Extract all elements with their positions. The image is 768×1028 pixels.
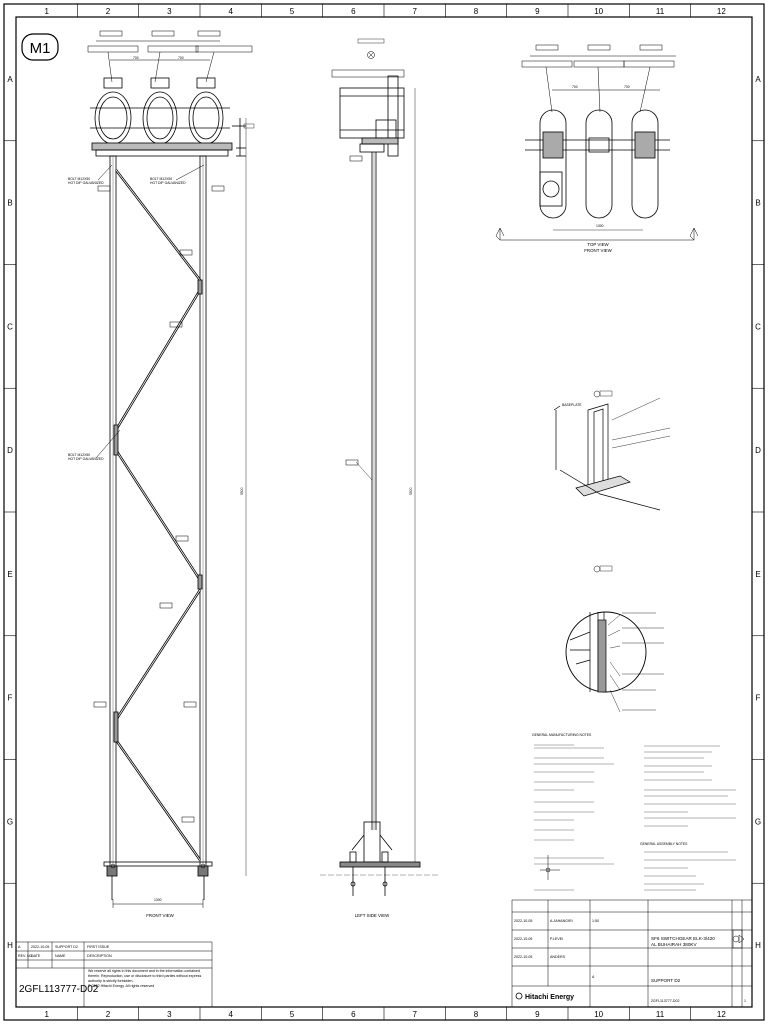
column-label-top: 10 [594, 7, 603, 16]
row-label-right: E [755, 570, 760, 579]
column-label-bottom: 11 [656, 1010, 665, 1019]
top-view-reference-label: FRONT VIEW [584, 248, 612, 253]
title-line-1: SF6 SWITCHGEAR ELK-3/420 [651, 936, 715, 941]
row-label-left: C [7, 322, 13, 331]
detail-circle-view [565, 565, 664, 713]
column-label-top: 11 [656, 7, 665, 16]
top-view-label: TOP VIEW [587, 242, 609, 247]
scale-value: 1:50 [592, 919, 599, 923]
rev-header-no: REV. NO. [18, 954, 33, 958]
rev-header-name: NAME [55, 954, 66, 958]
copyright-line: © 2022 Hitachi Energy. All rights reserv… [88, 984, 155, 988]
row-label-right: A [755, 75, 761, 84]
rev-label: A [592, 975, 595, 979]
rev-cell-date: 2022-10-05 [31, 945, 49, 949]
bolt-note-2: BOLT M12X50 [150, 177, 172, 181]
sheet-number: 1 [744, 999, 746, 1003]
row-label-left: E [7, 570, 12, 579]
company-name: Hitachi Energy [525, 994, 574, 1001]
row-label-left: G [7, 817, 13, 826]
manufacturing-notes-title: GENERAL MANUFACTURING NOTES [532, 733, 592, 737]
title-block [15, 899, 753, 1008]
row-label-right: C [755, 322, 761, 331]
rev-cell-rev: A [18, 945, 21, 949]
row-label-left: H [7, 941, 13, 950]
copyright-notice: We reserve all rights in this document a… [88, 969, 202, 983]
front-view: 700 700 [68, 30, 255, 918]
column-label-top: 6 [351, 7, 356, 16]
front-view-label: FRONT VIEW [146, 913, 174, 918]
row-label-left: B [7, 199, 12, 208]
name-1: A.JAHANGIRI [550, 919, 573, 923]
bolt-note-mid: BOLT M12X50 [68, 453, 90, 457]
svg-text:BASEPLATE: BASEPLATE [562, 403, 582, 407]
column-label-top: 3 [167, 7, 172, 16]
column-label-bottom: 4 [228, 1010, 233, 1019]
row-label-right: G [755, 817, 761, 826]
date-1: 2022-10-05 [514, 919, 532, 923]
document-number: 2GFL113777-D02 [651, 999, 680, 1003]
svg-text:5500: 5500 [240, 487, 244, 495]
company-logo: Hitachi Energy [515, 992, 574, 1001]
column-label-top: 8 [474, 7, 479, 16]
row-label-left: D [7, 446, 13, 455]
svg-text:700: 700 [178, 56, 184, 60]
column-label-top: 9 [535, 7, 540, 16]
column-label-top: 4 [228, 7, 233, 16]
svg-text:700: 700 [572, 85, 578, 89]
date-2: 2022-10-05 [514, 937, 532, 941]
title-line-3: SUPPORT D2 [651, 978, 681, 983]
row-label-left: F [8, 694, 13, 703]
bolt-note-2b: HOT DIP GALVANIZED [150, 181, 186, 185]
column-label-bottom: 5 [290, 1010, 295, 1019]
column-label-top: 1 [44, 7, 49, 16]
row-label-right: D [755, 446, 761, 455]
row-label-right: B [755, 199, 760, 208]
name-3: ANDERS [550, 955, 566, 959]
name-2: P.LEVEI [550, 937, 563, 941]
column-label-bottom: 9 [535, 1010, 540, 1019]
manufacturing-notes: GENERAL MANUFACTURING NOTES GENERAL ASSE… [532, 733, 736, 891]
column-label-top: 7 [412, 7, 417, 16]
svg-text:700: 700 [133, 56, 139, 60]
bolt-note-1b: HOT DIP GALVANIZED [68, 181, 104, 185]
column-label-bottom: 6 [351, 1010, 356, 1019]
column-label-top: 12 [717, 7, 726, 16]
rev-cell-note: FIRST ISSUE [87, 945, 110, 949]
column-label-bottom: 2 [106, 1010, 111, 1019]
svg-text:1300: 1300 [596, 224, 604, 228]
assembly-notes-title: GENERAL ASSEMBLY NOTES [640, 842, 688, 846]
rev-header-date: DATE [31, 954, 41, 958]
title-line-2: AL BUHAIRAH 380KV [651, 942, 697, 947]
row-label-right: F [756, 694, 761, 703]
svg-text:5500: 5500 [409, 487, 413, 495]
column-label-bottom: 3 [167, 1010, 172, 1019]
left-side-view-label: LEFT SIDE VIEW [355, 913, 390, 918]
bolt-note-mid-b: HOT DIP GALVANIZED [68, 457, 104, 461]
bolt-note-1: BOLT M12X50 [68, 177, 90, 181]
column-label-top: 5 [290, 7, 295, 16]
left-side-view: 5500 LEFT SIDE VIEW [320, 38, 440, 918]
column-label-bottom: 12 [717, 1010, 726, 1019]
drawing-number-left: 2GFL113777-D02 [19, 984, 99, 995]
column-label-bottom: 1 [44, 1010, 49, 1019]
row-label-left: A [7, 75, 13, 84]
sheet-id-text: M1 [30, 40, 51, 57]
column-label-top: 2 [106, 7, 111, 16]
svg-text:700: 700 [624, 85, 630, 89]
column-label-bottom: 10 [594, 1010, 603, 1019]
column-label-bottom: 7 [412, 1010, 417, 1019]
column-label-bottom: 8 [474, 1010, 479, 1019]
sheet-id-badge: M1 [21, 33, 59, 61]
top-view: 700 700 1300 TOP VIEW FRONT VIEW [495, 44, 699, 253]
rev-cell-desc: SUPPORT D2 [55, 945, 78, 949]
row-label-right: H [755, 941, 761, 950]
date-3: 2022-10-05 [514, 955, 532, 959]
detail-iso-view: BASEPLATE [553, 390, 671, 511]
svg-text:1300: 1300 [154, 898, 162, 902]
rev-header-description: DESCRIPTION [87, 954, 112, 958]
